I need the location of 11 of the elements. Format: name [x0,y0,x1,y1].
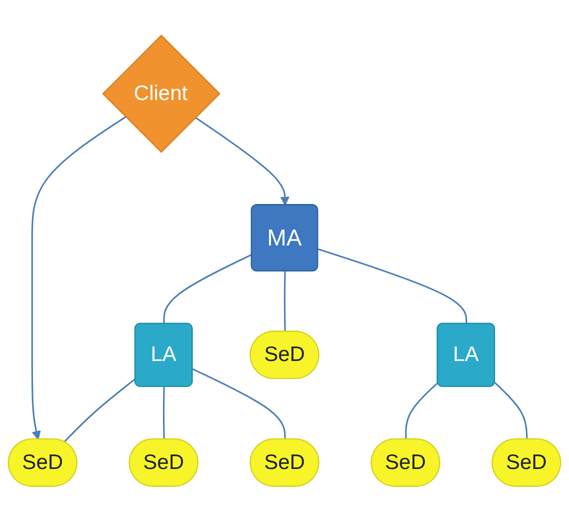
connector [162,386,165,440]
connector [318,248,468,324]
connector [192,368,286,440]
node-diamond: Client [102,34,220,153]
arrow [31,116,126,440]
connector [64,378,136,442]
connector [284,271,286,332]
connector [494,382,528,440]
connector [405,382,438,440]
connector [163,254,252,324]
arrow [194,116,290,206]
